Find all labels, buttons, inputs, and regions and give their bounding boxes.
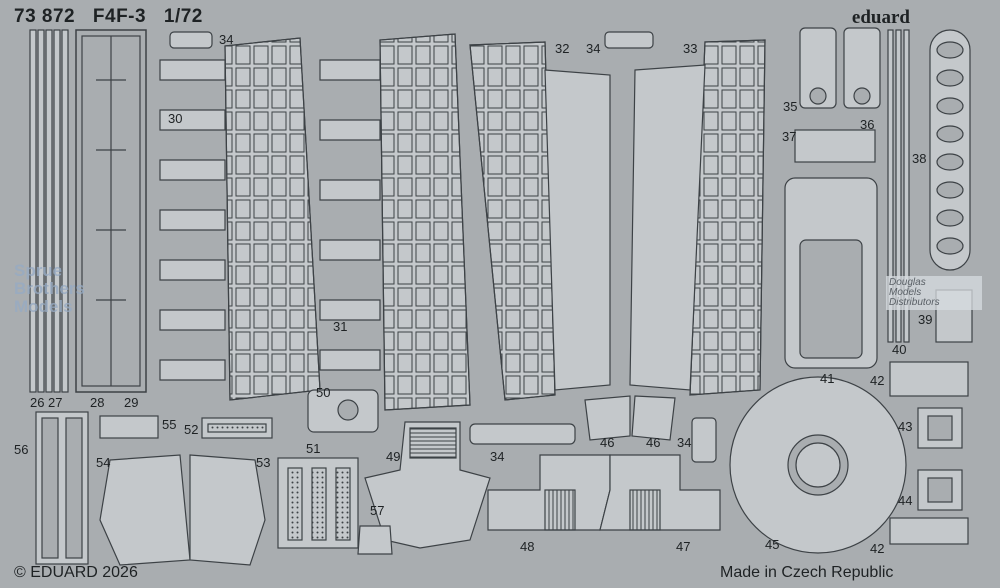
part-label: 31 bbox=[333, 319, 348, 334]
part-label: 32 bbox=[555, 41, 570, 56]
watermark-left: Sprue Brothers Models bbox=[14, 261, 85, 316]
part-label: 30 bbox=[168, 111, 183, 126]
part-label: 47 bbox=[676, 539, 691, 554]
part-label: 50 bbox=[316, 385, 331, 400]
part-label: 37 bbox=[782, 129, 797, 144]
part-41-frame bbox=[784, 177, 878, 369]
part-label: 57 bbox=[370, 503, 385, 518]
part-label: 36 bbox=[860, 117, 875, 132]
part-label: 29 bbox=[124, 395, 139, 410]
part-label: 52 bbox=[184, 422, 199, 437]
part-50-bracket bbox=[307, 389, 379, 433]
part-label: 44 bbox=[898, 493, 913, 508]
part-37-bracket bbox=[794, 129, 876, 163]
part-53-54-doors bbox=[99, 454, 266, 566]
watermark-right: Douglas Models Distributors bbox=[886, 276, 982, 310]
part-label: 46 bbox=[600, 435, 615, 450]
part-42-clips bbox=[889, 361, 969, 545]
part-label: 55 bbox=[162, 417, 177, 432]
part-label: 42 bbox=[870, 373, 885, 388]
part-49-seat bbox=[364, 421, 491, 549]
part-57-handle bbox=[357, 525, 393, 555]
part-label: 56 bbox=[14, 442, 29, 457]
part-label: 54 bbox=[96, 455, 111, 470]
part-35-36-hooks bbox=[799, 27, 881, 109]
part-56-frame bbox=[35, 411, 89, 565]
part-label: 38 bbox=[912, 151, 927, 166]
part-46-panels bbox=[584, 395, 676, 441]
part-label: 45 bbox=[765, 537, 780, 552]
scale-label: 1/72 bbox=[163, 6, 203, 27]
part-28-29-frame bbox=[75, 29, 147, 393]
brand-logo: eduard bbox=[851, 7, 910, 28]
part-34-small-brackets bbox=[169, 31, 717, 463]
origin-text: Made in Czech Republic bbox=[720, 564, 894, 581]
aircraft-name: F4F-3 bbox=[92, 6, 147, 27]
part-label: 42 bbox=[870, 541, 885, 556]
part-label: 34 bbox=[677, 435, 692, 450]
part-label: 51 bbox=[306, 441, 321, 456]
part-33-flap-panel bbox=[629, 39, 766, 396]
product-number: 73 872 bbox=[14, 6, 76, 27]
part-label: 49 bbox=[386, 449, 401, 464]
part-label: 41 bbox=[820, 371, 835, 386]
part-30-wing-flap bbox=[159, 37, 321, 401]
part-label: 43 bbox=[898, 419, 913, 434]
part-label: 27 bbox=[48, 395, 63, 410]
part-label: 40 bbox=[892, 342, 907, 357]
part-26-27-strips bbox=[29, 29, 69, 393]
part-label: 46 bbox=[646, 435, 661, 450]
part-label: 28 bbox=[90, 395, 105, 410]
part-label: 35 bbox=[783, 99, 798, 114]
part-label: 26 bbox=[30, 395, 45, 410]
part-52-chain bbox=[201, 417, 273, 439]
part-45-engine-rosette bbox=[729, 376, 907, 554]
part-label: 39 bbox=[918, 312, 933, 327]
sheet-header: 73 872 F4F-3 1/72 bbox=[14, 6, 215, 28]
part-label: 48 bbox=[520, 539, 535, 554]
part-31-wing-flap bbox=[319, 33, 471, 411]
copyright-text: © EDUARD 2026 bbox=[14, 564, 138, 581]
part-label: 53 bbox=[256, 455, 271, 470]
part-label: 34 bbox=[219, 32, 234, 47]
part-55-clip bbox=[99, 415, 159, 439]
part-32-flap-panel bbox=[469, 41, 611, 401]
part-38-ring-chain bbox=[929, 29, 971, 271]
part-47-48-boxes bbox=[487, 454, 721, 531]
part-51-panel bbox=[277, 457, 359, 549]
part-label: 34 bbox=[490, 449, 505, 464]
part-label: 34 bbox=[586, 41, 601, 56]
part-43-44-brackets bbox=[917, 407, 963, 511]
part-label: 33 bbox=[683, 41, 698, 56]
